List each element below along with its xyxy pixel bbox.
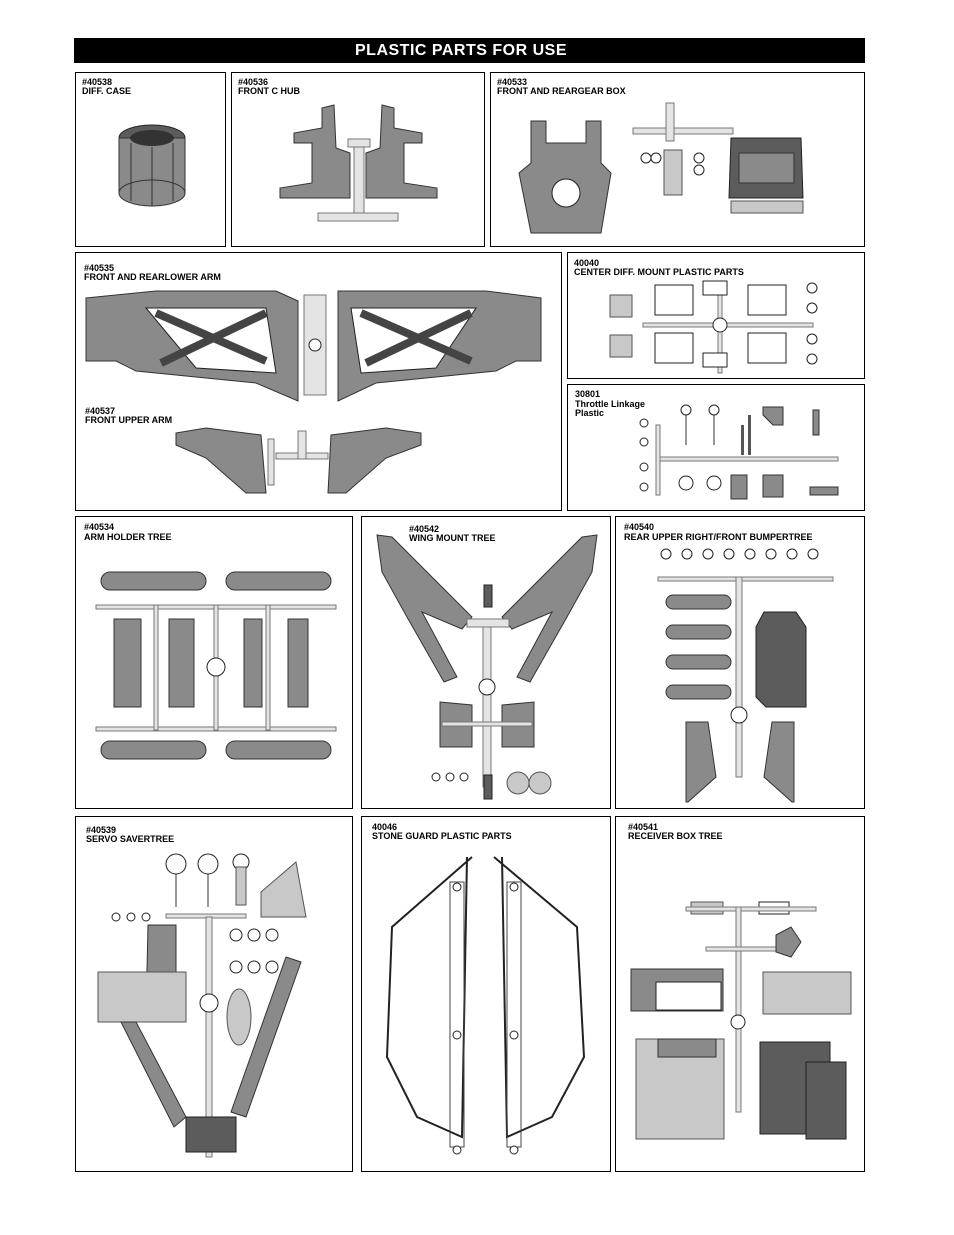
- part-code: 40046: [372, 822, 398, 832]
- wing-mount-illustration: [376, 534, 598, 800]
- part-front-c-hub: #40536 FRONT C HUB: [231, 72, 485, 247]
- part-name: STONE GUARD PLASTIC PARTS: [372, 831, 512, 841]
- receiver-box-illustration: [630, 901, 852, 1140]
- page-title: PLASTIC PARTS FOR USE: [355, 41, 567, 59]
- part-code: #40541: [628, 822, 659, 832]
- part-code: #40539: [86, 825, 117, 835]
- part-name: SERVO SAVERTREE: [86, 834, 175, 844]
- part-wing-mount-tree: #40542 WING MOUNT TREE: [361, 516, 611, 809]
- part-arm-holder-tree: #40534 ARM HOLDER TREE: [75, 516, 353, 809]
- rear-upper-illustration: [657, 548, 834, 803]
- part-name-line2: Plastic: [575, 408, 605, 418]
- part-name: FRONT AND REARLOWER ARM: [84, 272, 221, 282]
- center-diff-illustration: [609, 280, 818, 374]
- part-code: #40540: [624, 522, 655, 532]
- arms-illustration: [85, 290, 542, 494]
- part-name: WING MOUNT TREE: [409, 533, 496, 543]
- c-hub-illustration: [279, 104, 438, 222]
- stone-guard-illustration: [385, 856, 586, 1155]
- part-code: #40537: [85, 406, 116, 416]
- part-rear-upper-bumper-tree: #40540 REAR UPPER RIGHT/FRONT BUMPERTREE: [615, 516, 865, 809]
- part-code: #40538: [82, 77, 113, 87]
- part-name: FRONT C HUB: [238, 86, 300, 96]
- arm-holder-illustration: [95, 571, 337, 760]
- part-code: #40536: [238, 77, 269, 87]
- part-name: CENTER DIFF. MOUNT PLASTIC PARTS: [574, 267, 744, 277]
- part-name: FRONT AND REARGEAR BOX: [497, 86, 626, 96]
- part-code: 40040: [574, 258, 600, 268]
- diff-case-illustration: [118, 124, 186, 207]
- throttle-illustration: [639, 404, 839, 500]
- part-name: DIFF. CASE: [82, 86, 132, 96]
- part-code: 30801: [575, 389, 601, 399]
- part-receiver-box-tree: #40541 RECEIVER BOX TREE: [615, 816, 865, 1172]
- part-center-diff-mount: 40040 CENTER DIFF. MOUNT PLASTIC PARTS: [567, 252, 865, 379]
- part-name: ARM HOLDER TREE: [84, 532, 172, 542]
- part-name-line1: Throttle Linkage: [575, 399, 646, 409]
- part-diff-case: #40538 DIFF. CASE: [75, 72, 226, 247]
- part-stone-guard: 40046 STONE GUARD PLASTIC PARTS: [361, 816, 611, 1172]
- page-title-bar: PLASTIC PARTS FOR USE: [74, 38, 865, 63]
- part-name: FRONT UPPER ARM: [85, 415, 173, 425]
- servo-saver-illustration: [97, 853, 307, 1158]
- part-code: #40542: [409, 524, 440, 534]
- part-servo-saver-tree: #40539 SERVO SAVERTREE: [75, 816, 353, 1172]
- part-name: RECEIVER BOX TREE: [628, 831, 723, 841]
- part-code: #40533: [497, 77, 528, 87]
- part-code: #40534: [84, 522, 115, 532]
- part-name: REAR UPPER RIGHT/FRONT BUMPERTREE: [624, 532, 813, 542]
- part-code: #40535: [84, 263, 115, 273]
- gear-box-illustration: [518, 102, 804, 234]
- part-lower-and-upper-arm: #40535 FRONT AND REARLOWER ARM #40537 FR…: [75, 252, 562, 511]
- part-throttle-linkage: 30801 Throttle Linkage Plastic: [567, 384, 865, 511]
- part-gear-box: #40533 FRONT AND REARGEAR BOX: [490, 72, 865, 247]
